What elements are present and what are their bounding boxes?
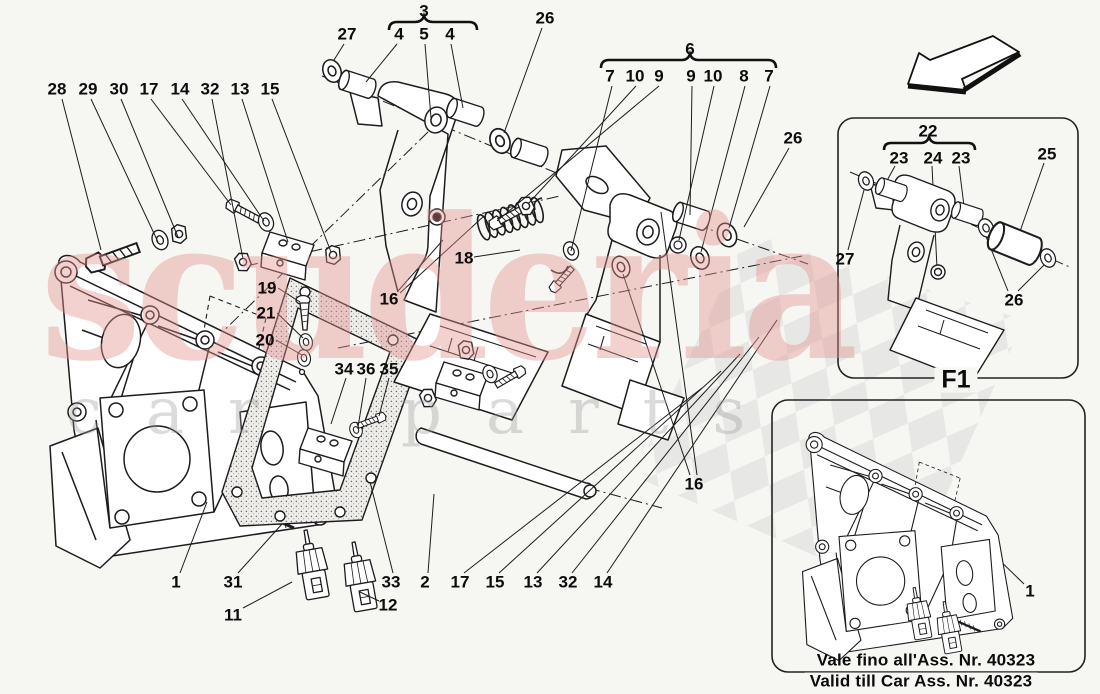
f1-panel-label: F1	[934, 367, 978, 393]
validity-text-italian: Vale fino all'Ass. Nr. 40323	[816, 650, 1036, 670]
callout-7: 7	[605, 66, 615, 86]
callout-13: 13	[230, 79, 250, 99]
validity-text-english: Valid till Car Ass. Nr. 40323	[804, 672, 1038, 690]
callout-9b: 9	[686, 66, 696, 86]
brake-pedal	[555, 145, 685, 441]
direction-arrow-icon	[907, 35, 1022, 95]
callout-17b: 17	[450, 572, 470, 592]
callout-26c: 26	[1004, 290, 1024, 310]
f1-panel	[837, 117, 1079, 383]
callout-3: 3	[419, 1, 429, 21]
callout-18: 18	[454, 248, 474, 268]
callout-24: 24	[923, 148, 943, 168]
bracket-6-parts	[486, 195, 741, 296]
callout-36: 36	[356, 359, 376, 379]
leader-lines	[61, 27, 1048, 609]
callout-11: 11	[224, 605, 242, 625]
callout-10: 10	[625, 66, 645, 86]
callout-29: 29	[78, 79, 98, 99]
callout-25: 25	[1037, 144, 1057, 164]
callout-35: 35	[379, 359, 399, 379]
stop-switches	[290, 526, 381, 614]
f1-pedal	[869, 174, 1005, 383]
callout-32: 32	[200, 79, 220, 99]
callout-4b: 4	[445, 24, 455, 44]
callout-32b: 32	[558, 572, 578, 592]
callout-12: 12	[378, 595, 398, 615]
callout-20: 20	[255, 330, 275, 350]
callout-26: 26	[535, 8, 555, 28]
callout-6: 6	[685, 39, 695, 59]
callout-9: 9	[654, 66, 664, 86]
gasket	[221, 277, 426, 527]
callout-1: 1	[171, 572, 181, 592]
callout-5: 5	[419, 24, 429, 44]
callout-13b: 13	[523, 572, 543, 592]
callout-7b: 7	[764, 66, 774, 86]
callout-27b: 27	[835, 249, 855, 269]
callout-23: 23	[889, 148, 909, 168]
left-fasteners	[81, 196, 344, 281]
callout-2: 2	[420, 572, 430, 592]
callout-16b: 16	[684, 474, 704, 494]
callout-28: 28	[47, 79, 67, 99]
callout-30: 30	[109, 79, 129, 99]
callout-27: 27	[337, 24, 357, 44]
callout-15: 15	[260, 79, 280, 99]
callout-4: 4	[394, 24, 404, 44]
validity-panel	[771, 399, 1086, 673]
clevis-and-pushrod	[298, 339, 597, 500]
callout-8: 8	[739, 66, 749, 86]
callout-16: 16	[379, 289, 399, 309]
callout-23b: 23	[951, 148, 971, 168]
callout-17: 17	[139, 79, 159, 99]
callout-26b: 26	[783, 128, 803, 148]
callout-15b: 15	[485, 572, 505, 592]
callout-22: 22	[918, 121, 938, 141]
callout-19: 19	[257, 278, 277, 298]
callout-10b: 10	[703, 66, 723, 86]
callout-1b: 1	[1025, 581, 1035, 601]
callout-21: 21	[256, 303, 276, 323]
callout-14: 14	[170, 79, 190, 99]
callout-34: 34	[334, 359, 354, 379]
callout-14b: 14	[593, 572, 613, 592]
callout-31: 31	[223, 572, 243, 592]
group-brackets	[387, 11, 977, 151]
callout-33: 33	[381, 572, 401, 592]
